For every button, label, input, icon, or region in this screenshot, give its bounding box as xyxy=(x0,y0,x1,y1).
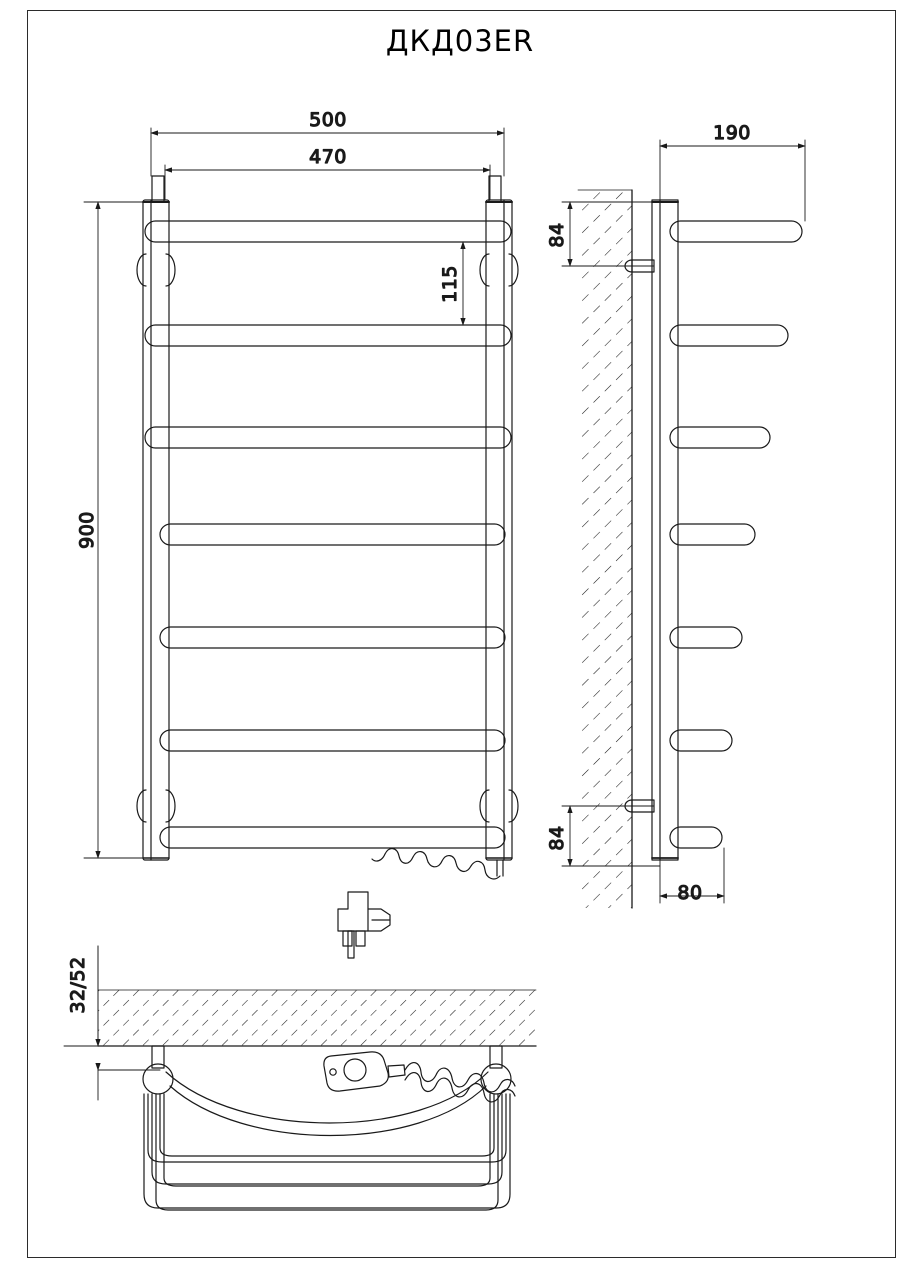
rung-2 xyxy=(144,324,512,347)
dim-900 xyxy=(83,201,144,859)
dim-80 xyxy=(659,847,725,904)
rung-1 xyxy=(144,220,512,243)
dim-80-label: 80 xyxy=(677,882,702,904)
dim-84-upper-label: 84 xyxy=(546,222,568,247)
rung-3 xyxy=(144,426,512,449)
plan-switch-box xyxy=(323,1051,406,1092)
dim-500 xyxy=(150,127,505,177)
side-wall-hatch xyxy=(577,189,633,909)
side-rung-3 xyxy=(669,426,771,449)
dim-900-label: 900 xyxy=(76,511,98,549)
side-rung-2 xyxy=(669,324,789,347)
dim-115 xyxy=(399,241,487,326)
side-rung-1 xyxy=(669,220,803,243)
dim-115-label: 115 xyxy=(439,265,461,303)
right-rail xyxy=(485,199,513,861)
side-rung-7 xyxy=(669,826,723,849)
dim-84-lower-label: 84 xyxy=(546,825,568,850)
dim-190-label: 190 xyxy=(713,122,751,144)
side-rung-4 xyxy=(669,523,756,546)
sheet-border xyxy=(27,10,896,1258)
side-rung-group xyxy=(669,220,803,849)
power-plug xyxy=(337,891,391,959)
side-view: 190 84 84 xyxy=(545,121,806,909)
plan-view: 32/52 xyxy=(63,945,537,1211)
side-rung-5 xyxy=(669,626,743,649)
side-rail xyxy=(651,199,679,861)
plan-mount-bosses xyxy=(142,1063,512,1095)
rung-6 xyxy=(159,729,506,752)
front-view: 500 470 900 xyxy=(75,108,519,959)
front-top-stubs xyxy=(151,175,502,203)
page-title: ДКД03ER xyxy=(385,24,535,58)
dim-470-label: 470 xyxy=(309,146,347,168)
wall-bracket-bosses xyxy=(136,253,519,823)
rung-7 xyxy=(159,826,506,849)
plan-wall-hatch xyxy=(97,989,537,1047)
left-rail xyxy=(142,199,170,861)
dim-32-52-label: 32/52 xyxy=(67,956,89,1013)
plan-curved-rungs xyxy=(143,1071,511,1211)
rung-group xyxy=(144,220,512,849)
plan-mount-stubs xyxy=(151,1045,503,1069)
dim-190 xyxy=(659,139,806,222)
rung-4 xyxy=(159,523,506,546)
dim-500-label: 500 xyxy=(309,109,347,131)
dim-84-lower xyxy=(561,805,661,867)
rung-5 xyxy=(159,626,506,649)
dim-470 xyxy=(164,164,491,201)
dim-84-upper xyxy=(561,201,661,267)
side-rung-6 xyxy=(669,729,733,752)
plan-coiled-cord xyxy=(404,1062,516,1103)
power-cord xyxy=(371,848,504,921)
dim-32-52 xyxy=(63,945,161,1101)
